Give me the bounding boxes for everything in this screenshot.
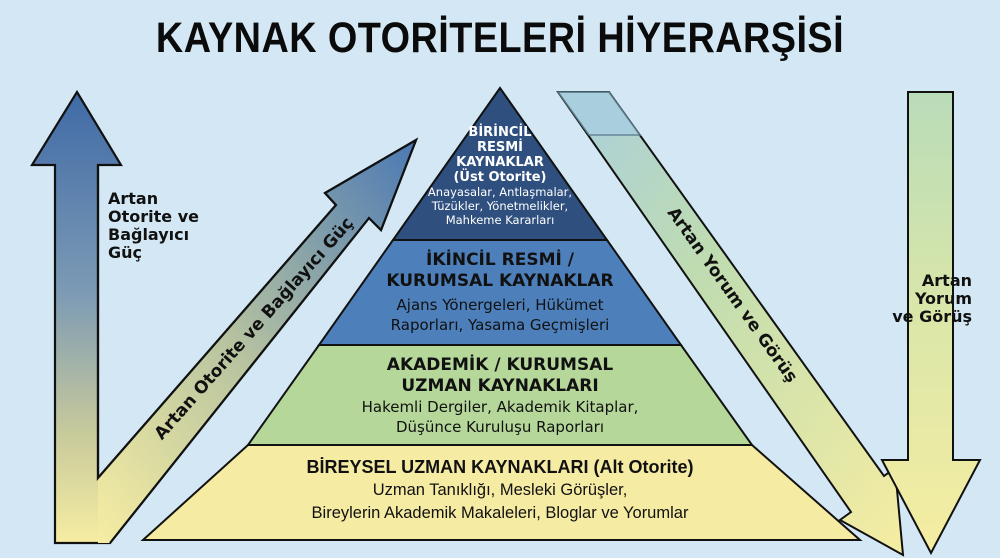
detail-line: Uzman Tanıklığı, Mesleki Görüşler, xyxy=(372,481,628,499)
heading-line: RESMİ xyxy=(476,140,524,155)
heading-line: UZMAN KAYNAKLARI xyxy=(401,376,599,396)
tier-details: Uzman Tanıklığı, Mesleki Görüşler, Birey… xyxy=(190,479,810,525)
right-vertical-arrow-group xyxy=(880,91,982,556)
tier-details: Hakemli Dergiler, Akademik Kitaplar, Düş… xyxy=(260,397,740,437)
heading-line: İKİNCİL RESMİ / xyxy=(426,250,574,270)
label-line: Artan xyxy=(921,271,972,290)
pyramid-tier-primary-official: BİRİNCİL RESMİ KAYNAKLAR (Üst Otorite) A… xyxy=(410,125,590,227)
pyramid-tier-4-shape xyxy=(140,444,863,541)
tier-details: Anayasalar, Antlaşmalar, Tüzükler, Yönet… xyxy=(410,185,590,227)
heading-line: BİRİNCİL xyxy=(468,125,532,140)
left-vertical-arrow-label: Artan Otorite ve Bağlayıcı Güç xyxy=(108,190,199,262)
tier-heading: BİREYSEL UZMAN KAYNAKLARI (Alt Otorite) xyxy=(190,455,810,479)
label-line: Artan xyxy=(108,189,159,208)
heading-line: BİREYSEL UZMAN KAYNAKLARI (Alt Otorite) xyxy=(306,457,694,477)
detail-line: Mahkeme Kararları xyxy=(445,213,555,227)
detail-line: Ajans Yönergeleri, Hükümet xyxy=(396,296,604,314)
heading-line: KAYNAKLAR xyxy=(456,155,544,170)
detail-line: Hakemli Dergiler, Akademik Kitaplar, xyxy=(361,398,639,416)
label-line: Otorite ve xyxy=(108,207,199,226)
tier-heading: İKİNCİL RESMİ / KURUMSAL KAYNAKLAR xyxy=(330,250,670,292)
pyramid-tier-individual-expert: BİREYSEL UZMAN KAYNAKLARI (Alt Otorite) … xyxy=(190,455,810,525)
right-diagonal-arrow-group xyxy=(556,91,905,557)
detail-line: Bireylerin Akademik Makaleleri, Bloglar … xyxy=(311,504,689,522)
detail-line: Anayasalar, Antlaşmalar, xyxy=(427,185,573,199)
label-line: Bağlayıcı xyxy=(108,225,190,244)
right-vertical-arrow-label: Artan Yorum ve Görüş xyxy=(862,272,972,326)
label-line: Yorum xyxy=(914,289,972,308)
detail-line: Tüzükler, Yönetmelikler, xyxy=(431,199,569,213)
label-line: Güç xyxy=(108,243,143,262)
heading-line: (Üst Otorite) xyxy=(453,170,547,185)
detail-line: Düşünce Kuruluşu Raporları xyxy=(395,418,604,436)
detail-line: Raporları, Yasama Geçmişleri xyxy=(390,316,610,334)
arrow-down-right-icon xyxy=(556,91,905,557)
tier-details: Ajans Yönergeleri, Hükümet Raporları, Ya… xyxy=(330,295,670,335)
tier-heading: BİRİNCİL RESMİ KAYNAKLAR (Üst Otorite) xyxy=(410,125,590,185)
heading-line: AKADEMİK / KURUMSAL xyxy=(386,355,614,375)
pyramid-tier-academic-expert: AKADEMİK / KURUMSAL UZMAN KAYNAKLARI Hak… xyxy=(260,355,740,437)
pyramid xyxy=(140,86,863,541)
page-title: KAYNAK OTORİTELERİ HİYERARŞİSİ xyxy=(155,14,845,62)
heading-line: KURUMSAL KAYNAKLAR xyxy=(386,271,614,291)
left-arrows-group xyxy=(30,89,419,545)
arrow-down-icon xyxy=(880,91,982,556)
arrow-up-right-icon xyxy=(98,140,416,543)
pyramid-tier-secondary-institutional: İKİNCİL RESMİ / KURUMSAL KAYNAKLAR Ajans… xyxy=(330,250,670,335)
label-line: ve Görüş xyxy=(892,307,972,326)
tier-heading: AKADEMİK / KURUMSAL UZMAN KAYNAKLARI xyxy=(260,355,740,397)
